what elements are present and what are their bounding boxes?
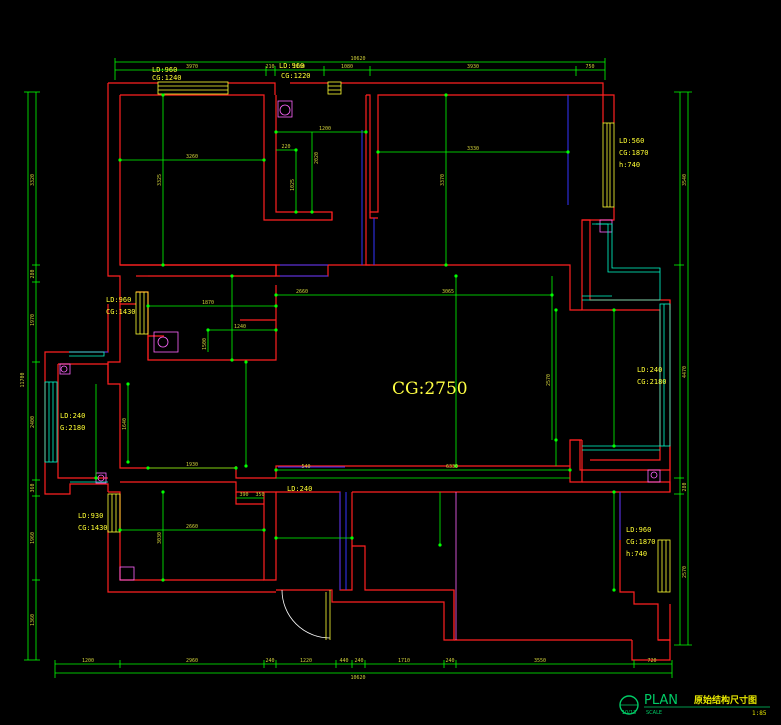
drawing-scale: 1:85 — [752, 710, 767, 717]
bottom-dim-2: 2960 — [186, 658, 198, 664]
window-label-7-cg: CG:1430 — [78, 524, 108, 532]
window-label-2-cg: CG:1220 — [281, 72, 311, 80]
dimension-ticks — [94, 93, 616, 592]
bottom-dim-4: 1220 — [300, 658, 312, 664]
window-label-5-ld: LD:240 — [637, 366, 662, 374]
plan-number: 10/13 — [622, 710, 636, 716]
bath-height-dim: 2020 — [314, 152, 320, 164]
bottom-dim-6: 240 — [354, 658, 363, 664]
left-room-height-dim: 1640 — [122, 418, 128, 430]
room2-height-dim: 3370 — [440, 174, 446, 186]
bath-small-dim: 220 — [281, 144, 290, 150]
plan-word: PLAN — [644, 693, 678, 708]
corridor-dim-c: 1500 — [202, 338, 208, 350]
drawing-title: 原始结构尺寸图 — [694, 694, 757, 706]
bottom-room-width2-dim: 2660 — [186, 524, 198, 530]
right-dimension-text: 3540 4470 280 2570 — [682, 174, 688, 578]
top-dim-3: 1130 — [293, 64, 305, 70]
top-dim-6: 750 — [585, 64, 594, 70]
top-total-dim: 10620 — [350, 56, 365, 62]
top-dim-4: 1080 — [341, 64, 353, 70]
window-label-3-cg: CG:1870 — [619, 149, 649, 157]
window-label-5-cg: CG:2180 — [637, 378, 667, 386]
window-label-6-ld: LD:240 — [60, 412, 85, 420]
bath-width-dim: 1200 — [319, 126, 331, 132]
top-dim-2: 210 — [265, 64, 274, 70]
window-label-2-ld: LD:960 — [279, 62, 304, 70]
room1-width-dim: 3260 — [186, 154, 198, 160]
left-dim-1: 3320 — [30, 174, 36, 186]
window-label-6-cg: G:2180 — [60, 424, 85, 432]
interior-dimension-text: 3260 3325 1200 220 2020 1025 3330 3370 2… — [122, 126, 552, 544]
room1-height-dim: 3325 — [157, 174, 163, 186]
bottom-dim-3: 240 — [265, 658, 274, 664]
left-dim-7: 1360 — [30, 614, 36, 626]
door-swing — [281, 589, 331, 640]
window-label-4-cg: CG:1430 — [106, 308, 136, 316]
window-label-9-h: h:740 — [626, 550, 647, 558]
left-dimension-text: 11700 3320 280 1970 2400 360 1960 1360 — [20, 174, 36, 626]
left-dim-2: 280 — [30, 269, 36, 278]
left-dim-3: 1970 — [30, 314, 36, 326]
bottom-room-height-dim: 3030 — [157, 532, 163, 544]
window-label-3-ld: LD:560 — [619, 137, 644, 145]
room2-width-dim: 3330 — [467, 146, 479, 152]
right-dim-2: 4470 — [682, 366, 688, 378]
window-label-9-ld: LD:960 — [626, 526, 651, 534]
walls — [44, 82, 671, 661]
living-height-dim: 2570 — [546, 374, 552, 386]
corridor-dim-a: 1870 — [202, 300, 214, 306]
left-total-dim: 11700 — [20, 372, 26, 387]
bath-width2-dim: 1025 — [290, 179, 296, 191]
right-dim-1: 3540 — [682, 174, 688, 186]
hall-width-dim: 2660 — [296, 289, 308, 295]
right-dim-4: 2570 — [682, 566, 688, 578]
living-width-dim: 3065 — [442, 289, 454, 295]
window-label-4-ld: LD:960 — [106, 296, 131, 304]
window-label-1-cg: CG:1240 — [152, 74, 182, 82]
window-label-3-h: h:740 — [619, 161, 640, 169]
bottom-dim-7: 1710 — [398, 658, 410, 664]
bottom-dimension-text: 10620 1200 2960 240 1220 440 240 1710 24… — [82, 658, 657, 681]
dimension-lines — [24, 58, 692, 678]
left-dim-6: 1960 — [30, 532, 36, 544]
windows — [107, 81, 671, 593]
bottom-dim-1: 1200 — [82, 658, 94, 664]
bottom-dim-5: 440 — [339, 658, 348, 664]
window-labels: LD:960 CG:1240 LD:960 CG:1220 LD:560 CG:… — [60, 62, 667, 558]
bottom-room-width-dim: 1930 — [186, 462, 198, 468]
title-block: 10/13 PLAN SCALE 原始结构尺寸图 1:85 — [619, 693, 770, 717]
window-label-7-ld: LD:930 — [78, 512, 103, 520]
bottom-dim-9: 3550 — [534, 658, 546, 664]
window-label-1-ld: LD:960 — [152, 66, 177, 74]
right-dim-3: 280 — [682, 482, 688, 491]
top-dim-5: 3930 — [467, 64, 479, 70]
living-bottom-dim: 6330 — [446, 464, 458, 470]
bottom-total-dim: 10620 — [350, 675, 365, 681]
scale-word: SCALE — [646, 710, 662, 716]
small-dim-b: 350 — [255, 492, 264, 498]
top-dim-1: 3970 — [186, 64, 198, 70]
door-openings — [69, 95, 621, 590]
hall-bottom-dim: 540 — [301, 464, 310, 470]
bottom-dim-10: 720 — [647, 658, 656, 664]
fixtures — [59, 100, 661, 640]
bay-windows — [44, 223, 671, 483]
top-dimension-text: 10620 3970 210 1130 1080 3930 750 — [186, 56, 595, 70]
ceiling-height-label: CG:2750 — [392, 379, 468, 399]
small-dim-a: 390 — [239, 492, 248, 498]
window-label-8-ld: LD:240 — [287, 485, 312, 493]
corridor-dim-b: 1240 — [234, 324, 246, 330]
left-dim-5: 360 — [30, 483, 36, 492]
bottom-dim-8: 240 — [445, 658, 454, 664]
window-label-9-cg: CG:1870 — [626, 538, 656, 546]
left-dim-4: 2400 — [30, 416, 36, 428]
